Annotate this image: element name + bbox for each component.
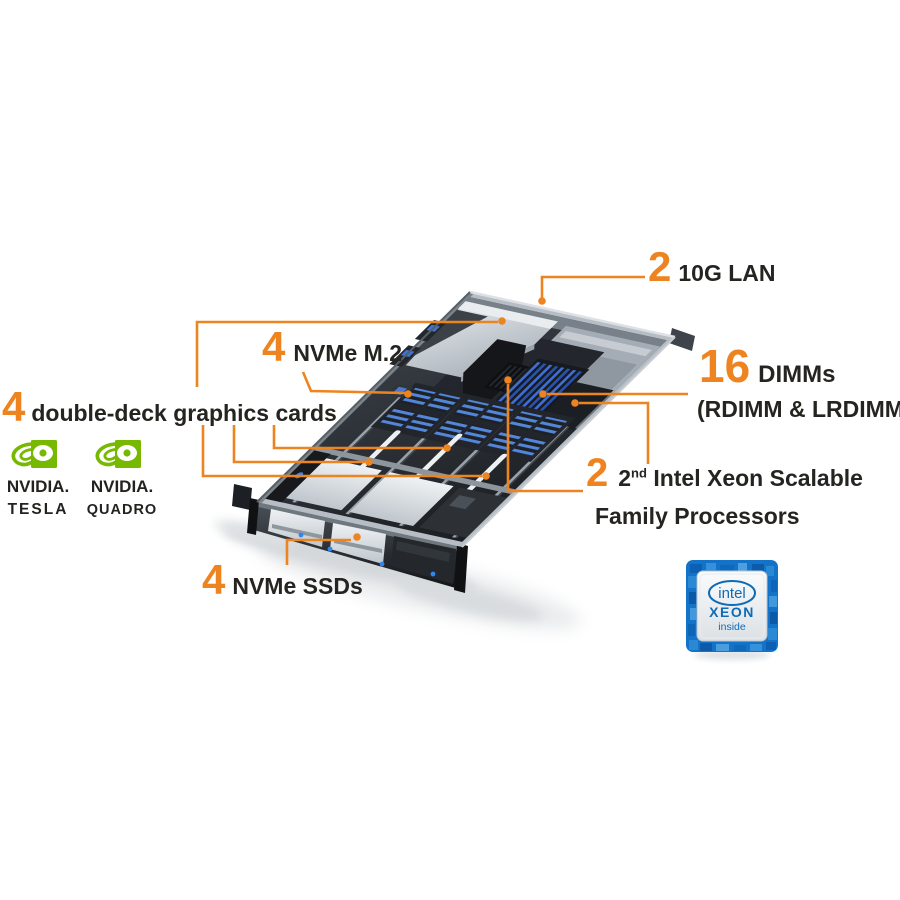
- callout-line-nvme-m2: [301, 371, 406, 395]
- nvidia-brand-text: NVIDIA.: [91, 477, 153, 496]
- graphics-count: 4: [2, 383, 26, 430]
- callout-nvme-ssd: 4 NVMe SSDs: [202, 556, 363, 603]
- callout-line-cpu-2: [506, 384, 583, 493]
- gpu-connectors: [370, 382, 576, 462]
- dimms-sub-label: (RDIMM & LRDIMM ): [697, 396, 900, 422]
- callout-processors: 2 2nd Intel Xeon Scalable: [586, 451, 863, 495]
- processors-label: 2nd Intel Xeon Scalable: [618, 465, 863, 492]
- processors-count: 2: [586, 451, 609, 495]
- intel-xeon-badge: intel XEON inside: [686, 560, 778, 660]
- callout-lines: [195, 275, 688, 565]
- intel-xeon-text: XEON: [709, 604, 755, 620]
- callout-dimms: 16 DIMMs: [699, 340, 836, 392]
- callout-nvme-m2: 4 NVMe M.2: [262, 323, 402, 370]
- nvidia-tesla-text: TESLA: [8, 501, 69, 518]
- callout-line-cpu-1: [579, 401, 650, 464]
- callout-line-ssd: [285, 538, 351, 565]
- chassis-tabs: [232, 328, 695, 510]
- nvme-m2-label: NVMe M.2: [293, 340, 402, 366]
- intel-brand-text: intel: [718, 585, 746, 602]
- callout-line-graphics-4: [201, 425, 482, 478]
- callout-line-graphics-1: [195, 320, 498, 387]
- lan-count: 2: [648, 243, 672, 290]
- nvidia-tesla-logo: NVIDIA. TESLA: [7, 440, 69, 518]
- processors-label-rest: Intel Xeon Scalable: [646, 465, 863, 491]
- lan-label: 10G LAN: [678, 260, 776, 286]
- graphics-label: double-deck graphics cards: [31, 400, 337, 426]
- processors-label-line2: Family Processors: [595, 503, 800, 529]
- nvidia-brand-text: NVIDIA.: [7, 477, 69, 496]
- intel-inside-text: inside: [718, 621, 746, 633]
- nvme-m2-count: 4: [262, 323, 286, 370]
- chassis-edges: [256, 290, 676, 548]
- nvme-ssd-label: NVMe SSDs: [232, 573, 363, 599]
- processors-label-sup: nd: [631, 465, 647, 481]
- badge-circuit-pattern: [688, 563, 777, 651]
- dimms-label: DIMMs: [758, 361, 836, 388]
- nvidia-eye-icon: [95, 440, 141, 468]
- nvme-ssd-count: 4: [202, 556, 226, 603]
- nvidia-quadro-logo: NVIDIA. QUADRO: [87, 440, 157, 518]
- callout-line-graphics-2: [272, 425, 443, 450]
- callout-endpoints: [353, 297, 579, 541]
- processors-label-num: 2: [618, 465, 632, 491]
- nvidia-quadro-text: QUADRO: [87, 502, 157, 518]
- callout-lan: 2 10G LAN: [648, 243, 776, 290]
- server-front-face: [247, 498, 468, 593]
- callout-graphics: 4 double-deck graphics cards: [2, 383, 337, 430]
- callout-line-lan: [540, 275, 645, 298]
- nvidia-eye-icon: [11, 440, 57, 468]
- dimms-count: 16: [699, 340, 751, 392]
- callout-line-graphics-3: [232, 425, 365, 464]
